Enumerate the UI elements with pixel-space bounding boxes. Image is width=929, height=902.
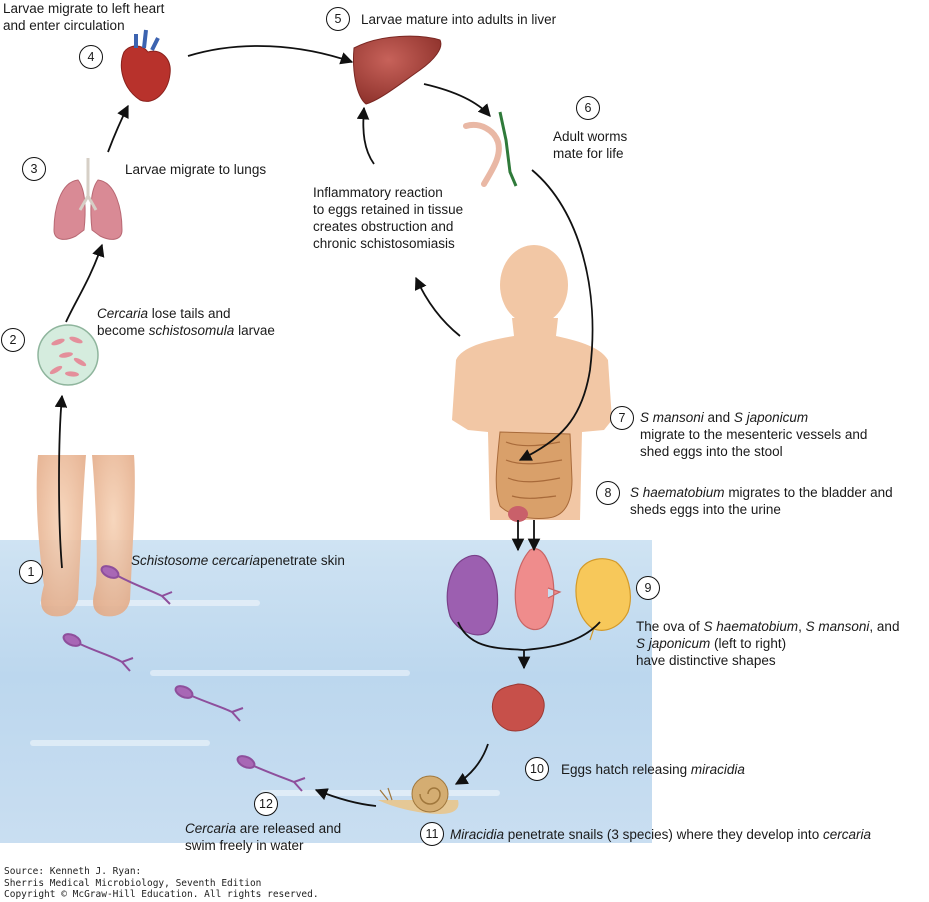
source-line-1: Source: Kenneth J. Ryan: — [4, 866, 142, 877]
step-number-8: 8 — [596, 481, 620, 505]
copyright-line: Copyright © McGraw-Hill Education. All r… — [4, 889, 319, 900]
step-12-text: are released and — [236, 821, 342, 836]
arrow-11-to-12 — [314, 788, 377, 807]
water-ripple — [150, 670, 410, 676]
eggs-illustration — [446, 548, 631, 641]
step-6-line-1: Adult worms — [553, 129, 628, 144]
step-number-1: 1 — [19, 560, 43, 584]
schistosomula-illustration — [37, 324, 99, 386]
step-9-text-4: (left to right) — [710, 636, 787, 651]
step-9-italic-2: S mansoni — [805, 619, 870, 634]
step-7-label: S mansoni and S japonicum migrate to the… — [640, 409, 867, 460]
step-12-line-2: swim freely in water — [185, 838, 304, 853]
step-1-text: penetrate skin — [260, 553, 345, 568]
step-3-label: Larvae migrate to lungs — [125, 162, 267, 177]
heart-illustration — [120, 29, 171, 102]
step-4-label: Larvae migrate to left heart and enter c… — [3, 0, 164, 34]
arrow-10-to-11 — [454, 743, 489, 785]
step-number-2: 2 — [1, 328, 25, 352]
step-7-line-3: shed eggs into the stool — [640, 444, 783, 459]
step-4-line-2: and enter circulation — [3, 18, 125, 33]
step-9-text-1: The ova of — [636, 619, 704, 634]
inflammatory-line-1: Inflammatory reaction — [313, 185, 443, 200]
snail-illustration — [378, 775, 459, 814]
step-11-italic-2: cercaria — [822, 827, 871, 842]
step-4-line-1: Larvae migrate to left heart — [3, 1, 165, 16]
step-9-italic-3: S japonicum — [636, 636, 711, 651]
step-7-italic-1: S mansoni — [640, 410, 704, 425]
step-2-italic-1: Cercaria — [97, 306, 149, 321]
water-ripple — [260, 790, 500, 796]
inflammatory-line-4: chronic schistosomiasis — [313, 236, 455, 251]
step-number-11: 11 — [420, 822, 444, 846]
step-6-line-2: mate for life — [553, 146, 624, 161]
arrow-2-to-3 — [65, 243, 105, 323]
step-number-9: 9 — [636, 576, 660, 600]
step-number-12: 12 — [254, 792, 278, 816]
legs-illustration — [36, 455, 135, 617]
step-9-label: The ova of S haematobium, S mansoni, and… — [636, 618, 899, 669]
step-number-4: 4 — [79, 45, 103, 69]
step-10-text: Eggs hatch releasing — [561, 762, 691, 777]
step-11-italic-1: Miracidia — [450, 827, 505, 842]
adult-worms-illustration — [463, 111, 518, 187]
step-10-italic: miracidia — [690, 762, 745, 777]
step-11-text: penetrate snails (3 species) where they … — [504, 827, 823, 842]
step-number-5: 5 — [326, 7, 350, 31]
hatching-egg-illustration — [492, 683, 545, 732]
inflammatory-line-3: creates obstruction and — [313, 219, 454, 234]
step-12-italic: Cercaria — [185, 821, 237, 836]
arrow-3-to-4 — [107, 104, 129, 153]
step-1-label: Schistosome cercariapenetrate skin — [131, 552, 345, 569]
arrow-body-to-inflammation — [414, 276, 461, 337]
step-9-text-2: , — [798, 619, 806, 634]
inflammatory-reaction-label: Inflammatory reaction to eggs retained i… — [313, 184, 463, 252]
step-5-label: Larvae mature into adults in liver — [361, 12, 557, 27]
step-number-10: 10 — [525, 757, 549, 781]
water-ripple — [40, 600, 260, 606]
source-credit: Source: Kenneth J. Ryan: Sherris Medical… — [4, 866, 319, 901]
step-7-line-2: migrate to the mesenteric vessels and — [640, 427, 868, 442]
step-2-text-2: become — [97, 323, 149, 338]
arrow-4-to-5 — [187, 45, 354, 65]
step-6-label: Adult worms mate for life — [553, 128, 627, 162]
lungs-illustration — [53, 158, 123, 240]
arrow-inflammation-to-liver — [356, 106, 375, 165]
step-number-3: 3 — [22, 157, 46, 181]
inflammatory-line-2: to eggs retained in tissue — [313, 202, 464, 217]
human-body-illustration — [452, 245, 612, 522]
step-8-text: migrates to the bladder and — [724, 485, 893, 500]
arrow-6-to-7 — [518, 169, 594, 461]
step-8-label: S haematobium migrates to the bladder an… — [630, 484, 893, 518]
step-12-label: Cercaria are released and swim freely in… — [185, 820, 341, 854]
step-10-label: Eggs hatch releasing miracidia — [561, 761, 745, 778]
step-9-line-3: have distinctive shapes — [636, 653, 776, 668]
step-8-line-2: sheds eggs into the urine — [630, 502, 781, 517]
step-2-italic-2: schistosomula — [148, 323, 235, 338]
source-line-2: Sherris Medical Microbiology, Seventh Ed… — [4, 877, 262, 889]
step-number-6: 6 — [576, 96, 600, 120]
liver-illustration — [353, 35, 442, 105]
arrow-1-to-2 — [54, 394, 68, 569]
step-2-label: Cercaria lose tails and become schistoso… — [97, 305, 275, 339]
step-2-text-3: larvae — [234, 323, 275, 338]
cycle-arrows — [54, 45, 601, 807]
step-number-7: 7 — [610, 406, 634, 430]
step-1-italic: Schistosome cercaria — [131, 553, 261, 568]
water-ripple — [30, 740, 210, 746]
step-7-italic-2: S japonicum — [733, 410, 809, 425]
arrow-5-to-6 — [423, 83, 491, 117]
step-9-text-3: , and — [869, 619, 900, 634]
step-7-text-1: and — [703, 410, 734, 425]
step-8-italic: S haematobium — [630, 485, 725, 500]
step-11-label: Miracidia penetrate snails (3 species) w… — [450, 826, 871, 843]
step-2-text-1: lose tails and — [148, 306, 231, 321]
step-9-italic-1: S haematobium — [703, 619, 799, 634]
cercaria-illustration — [62, 565, 306, 792]
